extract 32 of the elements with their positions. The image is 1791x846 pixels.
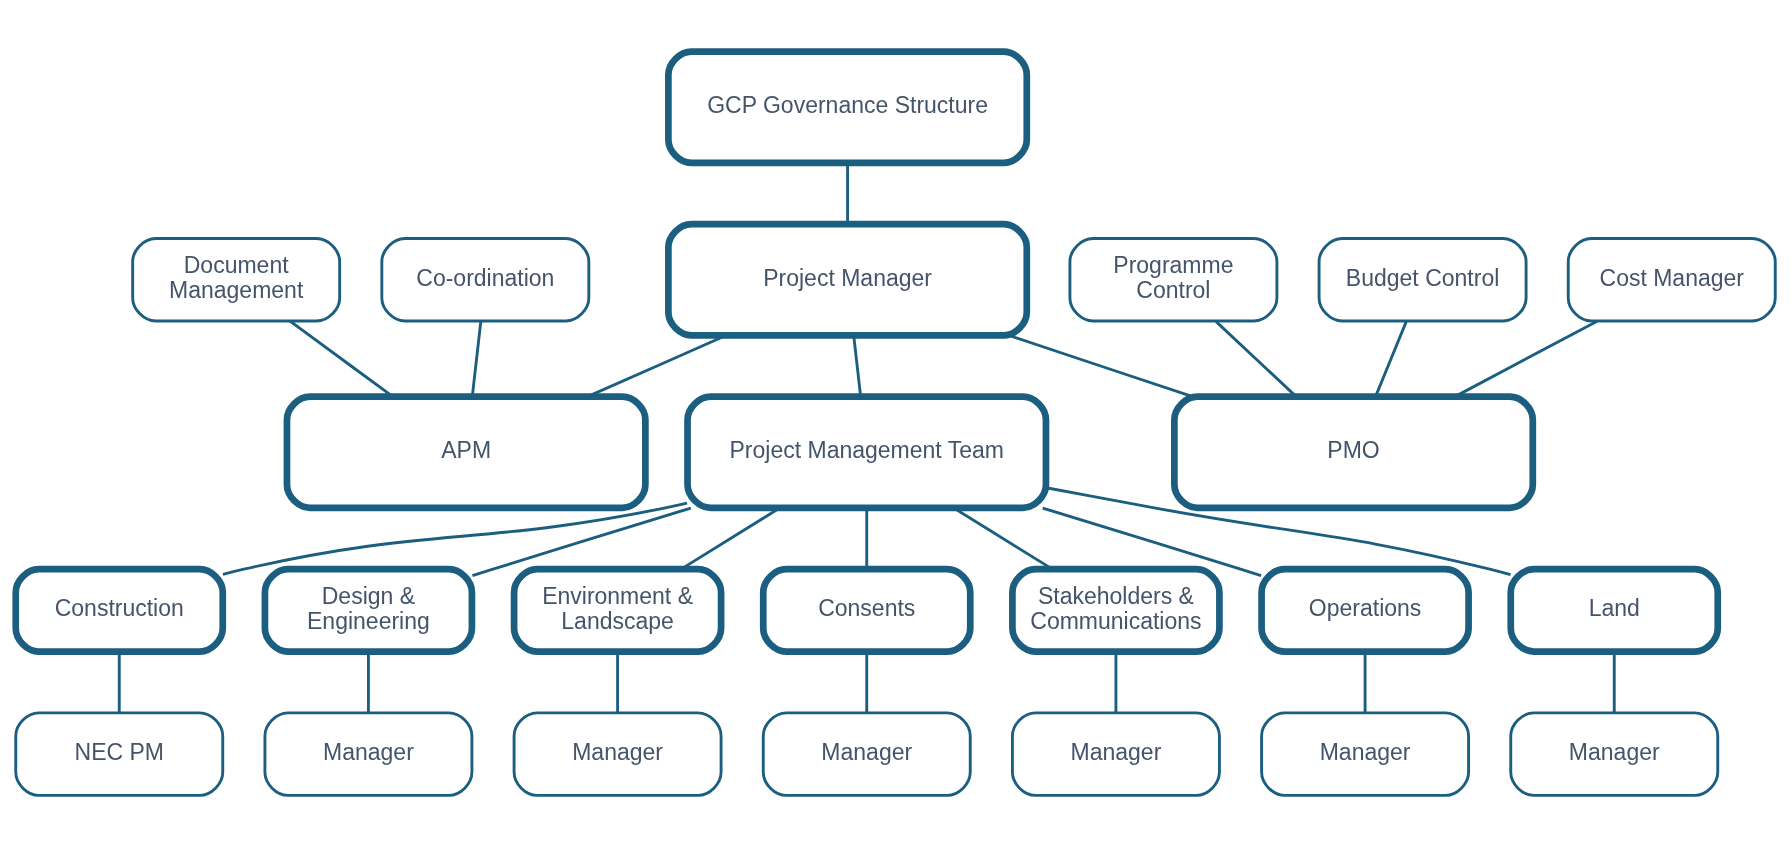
connector	[1045, 485, 1511, 576]
node-box: Budget Control	[1317, 236, 1528, 322]
connector	[852, 335, 863, 396]
node-box: APM	[283, 392, 649, 511]
node-box: Manager	[1010, 710, 1221, 797]
connector	[1008, 333, 1193, 398]
node-box: Co-ordination	[380, 236, 591, 322]
node-box: Manager	[512, 710, 723, 797]
node-box: Stakeholders & Communications	[1009, 565, 1223, 655]
connector	[1374, 320, 1408, 397]
node-box: Document Management	[131, 236, 342, 322]
node-box: Construction	[12, 565, 227, 655]
node-box: Manager	[761, 710, 972, 797]
node-box: Operations	[1258, 565, 1472, 655]
node-box: Manager	[1509, 710, 1720, 797]
node-box: PMO	[1171, 392, 1537, 511]
node-box: Manager	[263, 710, 474, 797]
connector	[1042, 506, 1262, 577]
node-box: Consents	[759, 565, 974, 655]
node-box: GCP Governance Structure	[665, 47, 1031, 166]
node-box: Land	[1507, 565, 1722, 655]
node-box: Design & Engineering	[261, 565, 476, 655]
node-box: NEC PM	[14, 710, 225, 797]
node-box: Project Management Team	[684, 392, 1050, 511]
node-box: Manager	[1260, 710, 1470, 797]
connector	[222, 501, 688, 576]
connector	[470, 320, 483, 397]
node-box: Programme Control	[1068, 236, 1279, 322]
node-box: Environment & Landscape	[510, 565, 725, 655]
node-box: Cost Manager	[1566, 236, 1777, 322]
node-box: Project Manager	[665, 220, 1031, 339]
connector	[472, 506, 692, 577]
